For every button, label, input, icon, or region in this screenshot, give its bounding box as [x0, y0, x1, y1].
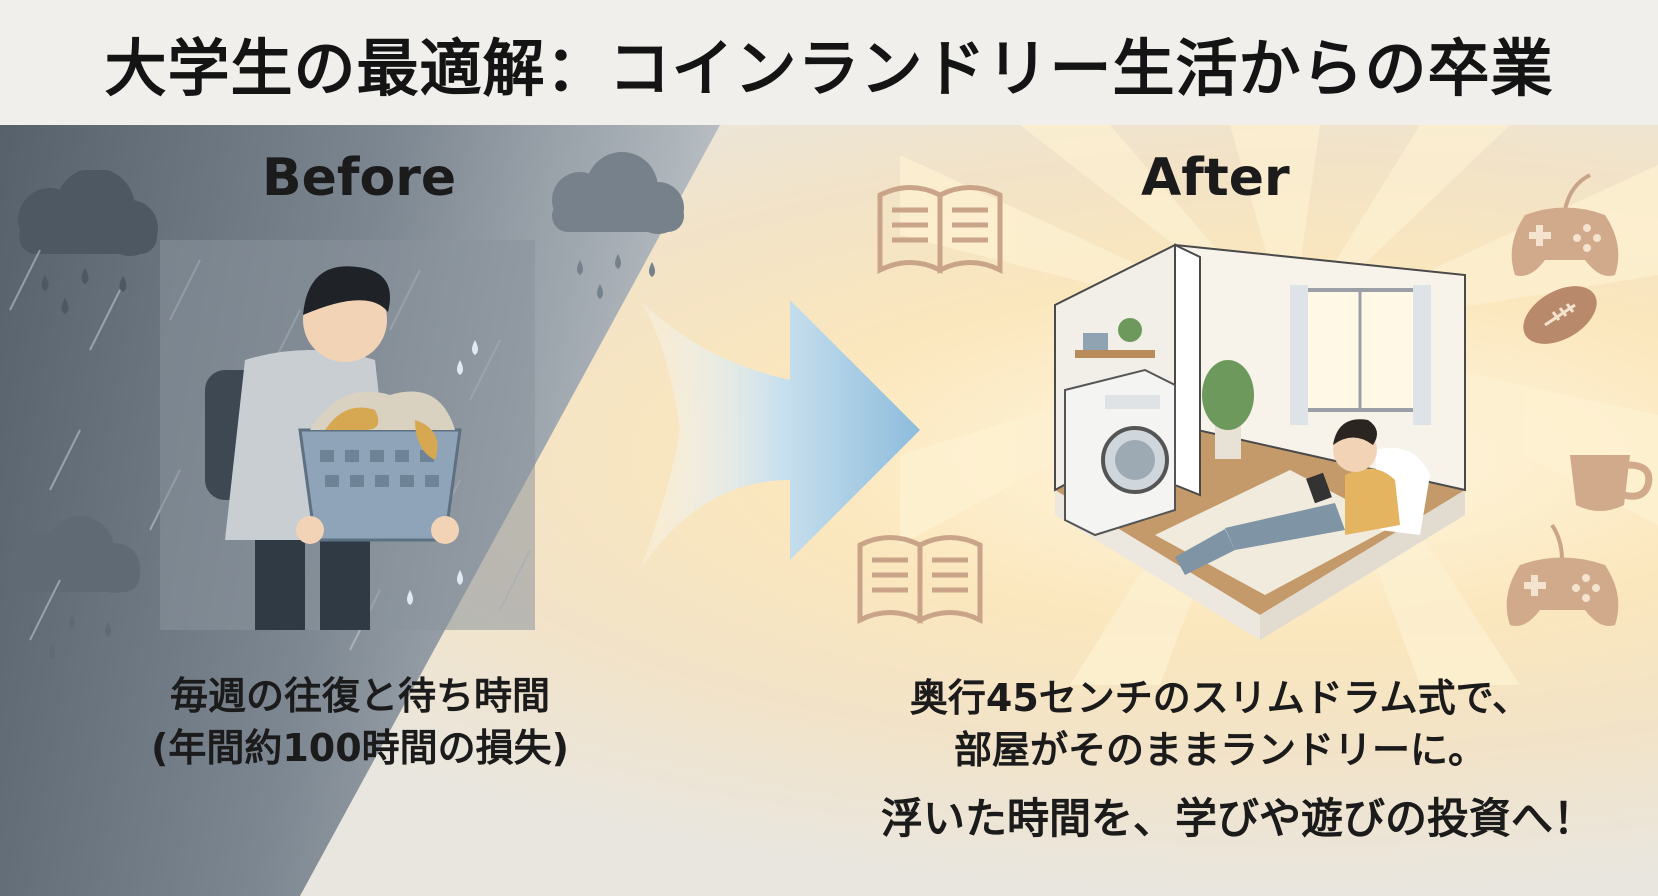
- after-caption-line2: 部屋がそのままランドリーに。: [953, 728, 1486, 773]
- after-caption: 奥行45センチのスリムドラム式で、 部屋がそのままランドリーに。: [860, 672, 1580, 777]
- gamepad-icon: [1506, 523, 1619, 626]
- book-icon: [877, 185, 1003, 275]
- before-caption-line1: 毎週の往復と待ち時間: [169, 674, 550, 718]
- after-tagline: 浮いた時間を、学びや遊びの投資へ！: [880, 794, 1595, 843]
- page-title: 大学生の最適解：コインランドリー生活からの卒業: [104, 31, 1554, 105]
- arrow-right-icon: [640, 300, 920, 570]
- cloud-rain-icon: [552, 152, 684, 299]
- coffee-cup-icon: [1570, 455, 1653, 511]
- student-carrying-laundry-illustration: [160, 240, 535, 630]
- cloud-rain-icon: [10, 516, 140, 659]
- title-bar: 大学生の最適解：コインランドリー生活からの卒業: [0, 0, 1658, 125]
- before-caption-line2: (年間約100時間の損失): [150, 726, 570, 771]
- cloud-rain-icon: [18, 170, 158, 314]
- room-with-washer-illustration: [1054, 243, 1466, 640]
- after-heading: After: [1141, 148, 1290, 208]
- gamepad-icon: [1511, 173, 1619, 276]
- before-heading: Before: [262, 148, 457, 208]
- before-caption: 毎週の往復と待ち時間 (年間約100時間の損失): [110, 670, 610, 775]
- after-caption-line1: 奥行45センチのスリムドラム式で、: [909, 676, 1531, 720]
- book-icon: [857, 535, 983, 625]
- football-icon: [1523, 286, 1597, 344]
